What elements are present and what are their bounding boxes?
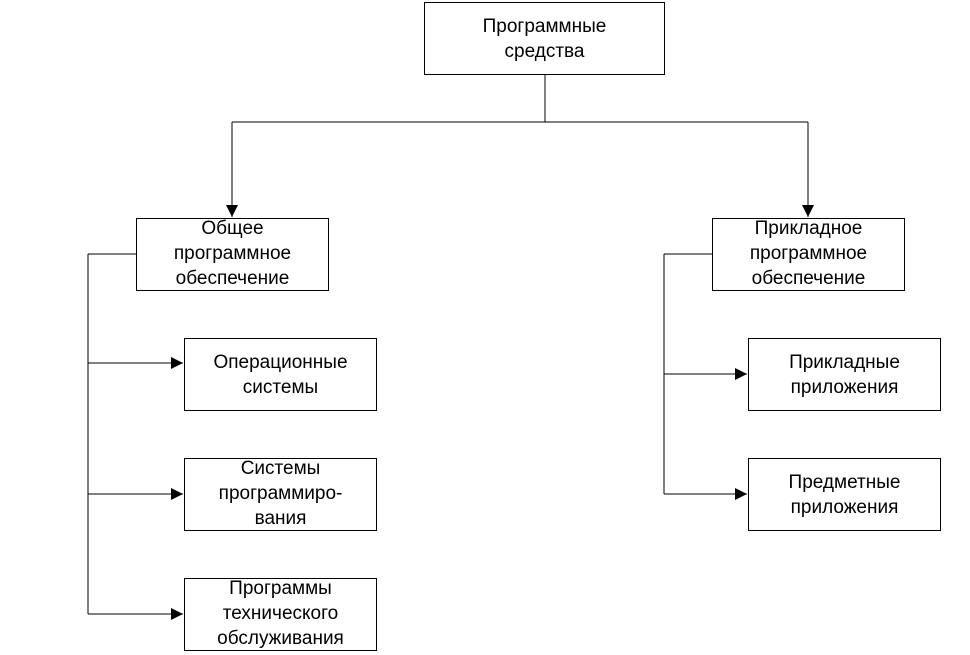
node-label-line: Общее [201,218,264,239]
node-label-line: технического [222,603,339,624]
node-label-line: обслуживания [217,628,344,649]
node-label-line: обеспечение [175,268,290,289]
node-label-line: Программы [229,578,332,599]
node-label-line: приложения [790,496,899,518]
node-label-line: средства [504,40,585,62]
node-domain-applications: Предметные приложения [748,458,941,531]
node-programming-systems: Системы программиро- вания [184,458,377,531]
node-label-line: Программные [482,15,607,37]
node-maintenance-programs: Программы технического обслуживания [184,578,377,651]
node-applied-applications: Прикладные приложения [748,338,941,411]
node-label-line: программиро- [218,483,343,504]
node-label-line: программное [749,243,868,264]
node-applied-software: Прикладное программное обеспечение [712,218,905,291]
node-label-line: вания [254,508,307,529]
node-label-line: программное [173,243,292,264]
node-label-line: Предметные [788,471,901,493]
node-operating-systems: Операционные системы [184,338,377,411]
node-software-tools: Программные средства [424,2,665,75]
node-label-line: обеспечение [751,268,866,289]
node-label-line: системы [242,376,319,398]
node-label-line: приложения [790,376,899,398]
node-label-line: Прикладные [789,351,900,373]
node-label-line: Системы [240,458,321,479]
node-label-line: Прикладное [754,218,863,239]
node-general-software: Общее программное обеспечение [136,218,329,291]
node-label-line: Операционные [213,351,348,373]
